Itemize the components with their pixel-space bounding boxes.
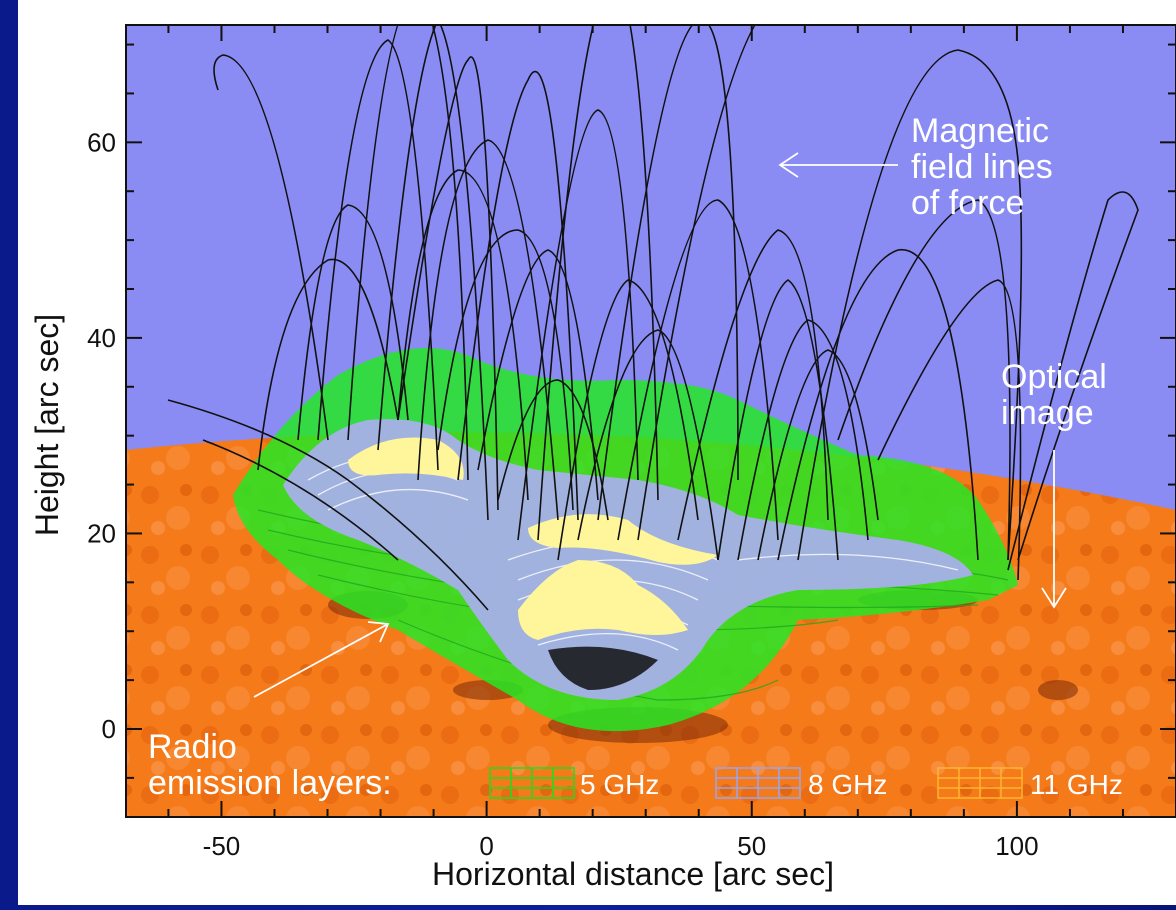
radio-line-2: emission layers: [148,764,392,802]
magnetic-line-3: of force [911,184,1024,222]
figure-panel: Magnetic field lines of force Optical im… [18,0,1176,905]
layer-11ghz [348,437,718,690]
plot-area: Magnetic field lines of force Optical im… [126,25,1176,817]
y-tick-label: 0 [102,714,116,744]
magnetic-arrow [778,152,898,178]
radio-emission-figure: Magnetic field lines of force Optical im… [29,24,1176,892]
x-axis-label: Horizontal distance [arc sec] [432,856,834,892]
legend-8ghz: 8 GHz [715,767,887,800]
y-axis-label: Height [arc sec] [29,314,65,536]
y-tick-label: 60 [87,127,116,157]
legend: 5 GHz 8 GHz 11 GHz [489,767,1123,800]
legend-label-5ghz: 5 GHz [580,769,659,800]
x-tick-label: -50 [203,831,241,861]
legend-label-8ghz: 8 GHz [808,769,887,800]
annotation-arrows [253,152,1067,698]
legend-swatch-8ghz [715,767,801,799]
magnetic-line-2: field lines [911,148,1053,186]
annotation-labels: Magnetic field lines of force Optical im… [148,112,1107,802]
x-tick-label: 0 [479,831,493,861]
legend-swatch-5ghz [489,767,575,799]
magnetic-field-lines [167,25,1139,611]
radio-arrow [253,621,390,698]
axes: -50 0 50 100 0 20 40 60 [87,25,1176,861]
x-tick-label: 100 [995,831,1038,861]
optical-arrow [1041,450,1067,609]
legend-label-11ghz: 11 GHz [1030,769,1123,800]
y-tick-label: 40 [87,323,116,353]
optical-line-2: image [1001,394,1094,432]
optical-line-1: Optical [1001,358,1107,396]
y-tick-label: 20 [87,518,116,548]
legend-swatch-11ghz [937,767,1023,799]
magnetic-line-1: Magnetic [911,112,1049,150]
legend-11ghz: 11 GHz [937,767,1123,800]
legend-5ghz: 5 GHz [489,767,659,800]
radio-line-1: Radio [148,728,237,766]
x-tick-label: 50 [737,831,766,861]
plot-frame [125,24,1176,818]
